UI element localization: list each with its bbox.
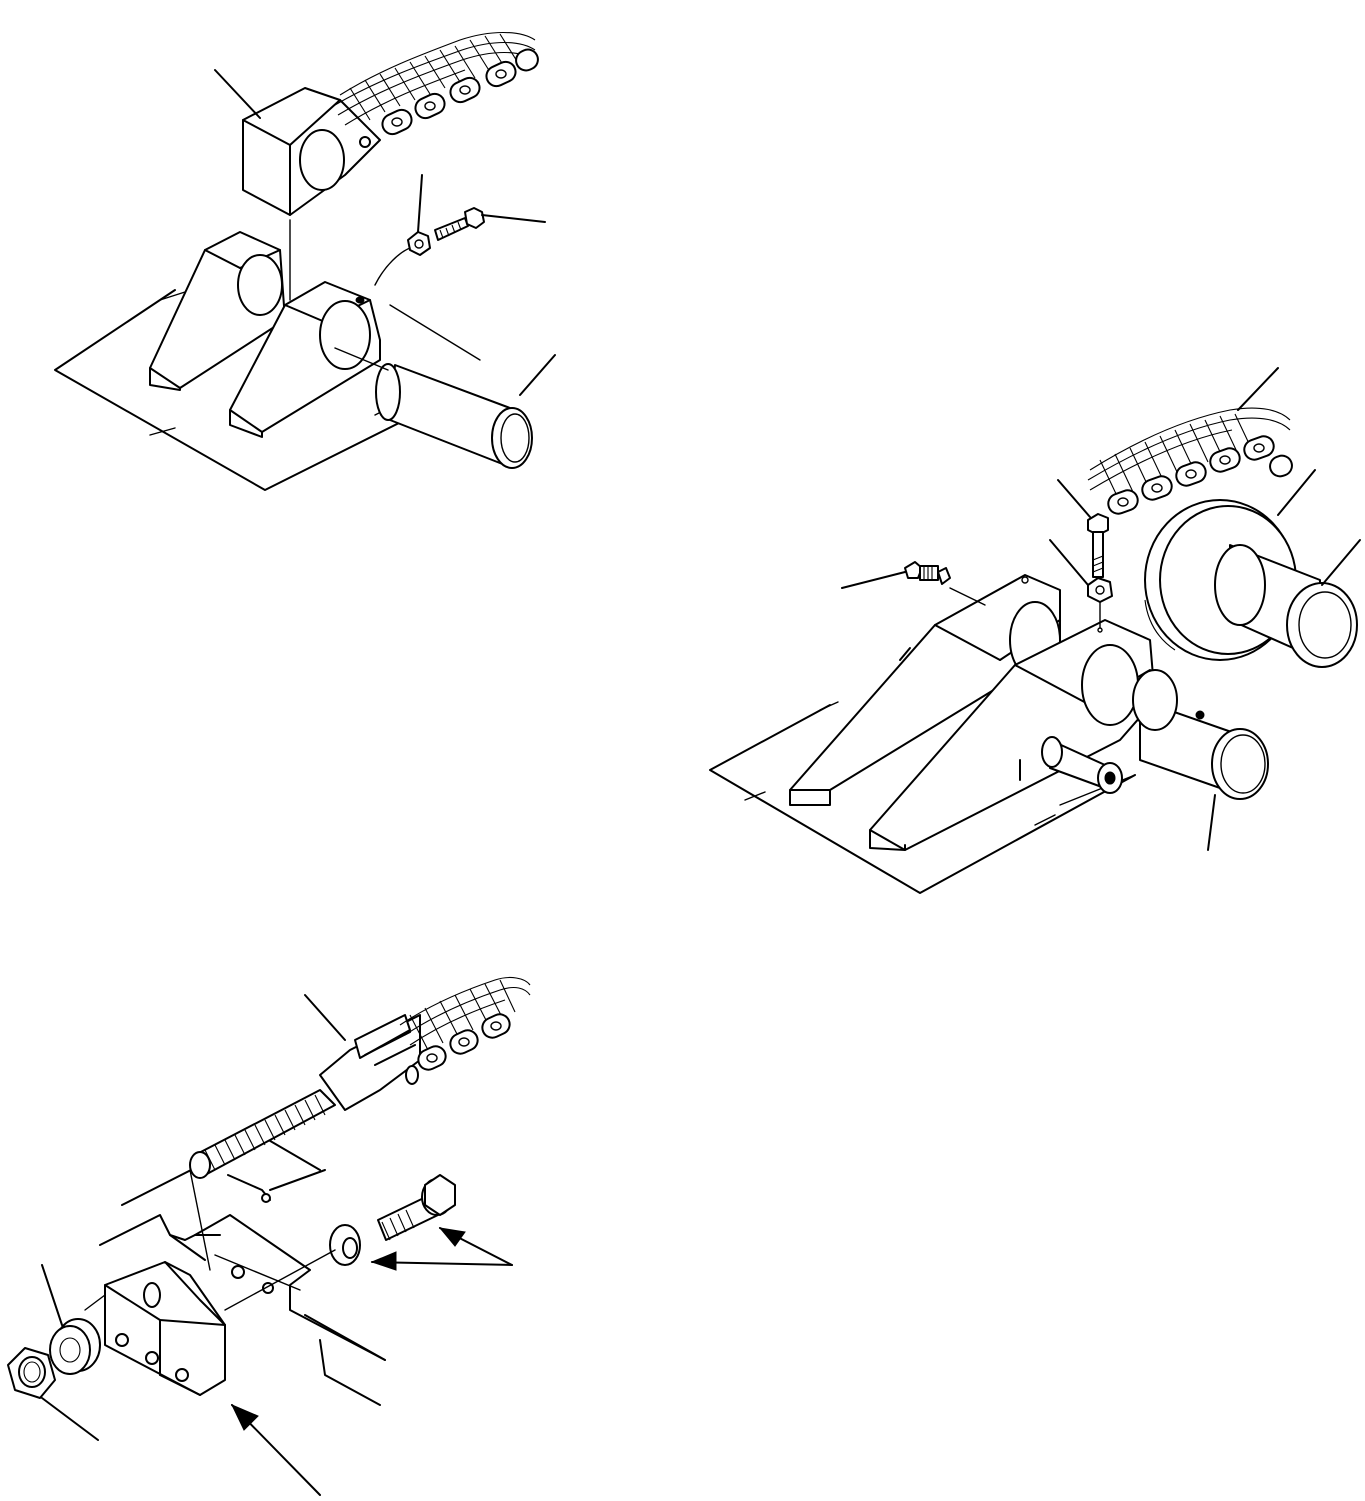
bracket-arm-left xyxy=(789,574,1061,806)
assembly-bottom-left xyxy=(7,976,531,1496)
grease-fitting xyxy=(904,561,951,585)
lock-nut-top xyxy=(407,231,431,256)
base-plate-right xyxy=(709,704,1136,894)
bolt-right xyxy=(1087,513,1109,578)
chain-clevis-block xyxy=(242,87,381,216)
bolt-bottom xyxy=(377,1174,456,1241)
flanged-sheave xyxy=(1144,499,1321,661)
base-plate xyxy=(54,289,456,491)
pin-top-left xyxy=(334,347,533,469)
bushing-right xyxy=(1286,582,1358,668)
hex-nut xyxy=(7,1347,56,1399)
jam-nut xyxy=(49,1318,101,1375)
cotter-pin xyxy=(227,1174,271,1203)
anchor-block xyxy=(84,1261,226,1396)
clevis-bracket-left xyxy=(149,231,286,391)
chain-right xyxy=(1087,407,1293,515)
spacer-bushing xyxy=(1019,736,1123,794)
washer-bottom xyxy=(329,1224,361,1266)
assembly-top-left xyxy=(54,32,556,491)
threaded-chain-anchor xyxy=(189,1014,421,1179)
assembly-right xyxy=(709,367,1361,894)
chain-bottom-left xyxy=(399,976,531,1071)
lock-washer-right xyxy=(1087,577,1113,603)
clevis-bracket-right xyxy=(229,281,381,438)
chain-top-left xyxy=(334,32,539,136)
pin-right xyxy=(1132,669,1269,800)
bolt-top xyxy=(434,207,485,241)
